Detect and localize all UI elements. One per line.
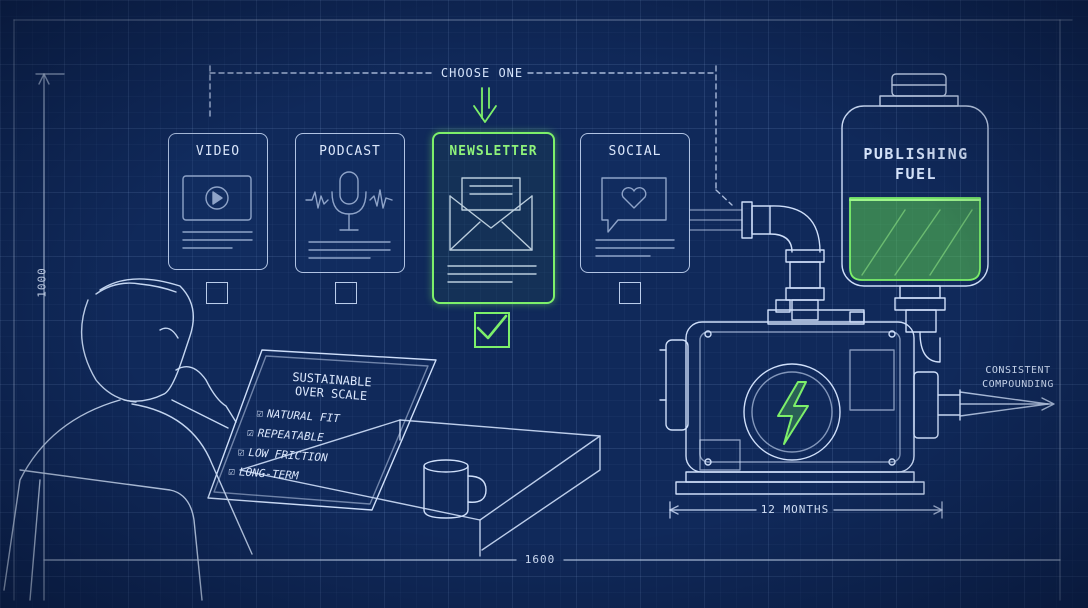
tank-label: PUBLISHING FUEL (852, 144, 980, 184)
checklist-board (207, 349, 437, 511)
format-card-label: VIDEO (195, 144, 241, 159)
checkbox-podcast[interactable] (335, 282, 357, 304)
select-arrow-icon (473, 87, 497, 123)
checklist-item-label: LONG-TERM (238, 465, 299, 483)
microphone-icon (305, 171, 393, 259)
format-card-podcast[interactable]: PODCAST (295, 133, 405, 273)
checkbox-social[interactable] (619, 282, 641, 304)
checkmark-icon (476, 314, 508, 340)
format-card-label: SOCIAL (608, 144, 662, 159)
fuel-tank (841, 73, 989, 363)
checklist-item-label: LOW FRICTION (247, 445, 329, 465)
output-label-line1: CONSISTENT (985, 365, 1051, 376)
width-dimension-label: 1600 (524, 553, 556, 566)
check-icon: ☑ (227, 464, 236, 479)
format-card-label: NEWSLETTER (449, 144, 538, 159)
check-icon: ☑ (246, 425, 255, 440)
tank-fuel-level (849, 197, 981, 281)
height-dimension (35, 73, 65, 601)
checklist-title: SUSTAINABLE OVER SCALE (276, 369, 388, 405)
checklist-item-label: NATURAL FIT (266, 407, 341, 426)
heart-chat-icon (595, 177, 675, 257)
duration-dimension (669, 501, 943, 519)
format-card-video[interactable]: VIDEO (168, 133, 268, 270)
height-dimension-label: 1000 (35, 267, 49, 298)
checkbox-newsletter[interactable] (474, 312, 510, 348)
checkbox-video[interactable] (206, 282, 228, 304)
tank-label-line1: PUBLISHING (863, 145, 969, 163)
check-icon: ☑ (237, 445, 245, 459)
choose-one-label: CHOOSE ONE (440, 66, 524, 80)
video-play-icon (182, 175, 253, 249)
output-label-line2: COMPOUNDING (982, 379, 1054, 390)
checklist-item: ☑ LONG-TERM (228, 462, 299, 485)
duration-label: 12 MONTHS (760, 503, 830, 516)
check-icon: ☑ (256, 406, 264, 420)
feed-pipe (689, 201, 825, 321)
mug (423, 459, 487, 519)
checklist-board-content: SUSTAINABLE OVER SCALE ☑ NATURAL FIT ☑ R… (228, 362, 427, 515)
person (3, 278, 253, 601)
envelope-icon (447, 177, 537, 283)
desk (239, 419, 601, 557)
tank-label-line2: FUEL (894, 165, 938, 183)
format-card-social[interactable]: SOCIAL (580, 133, 690, 273)
output-arrow (959, 391, 1055, 417)
checklist-item-label: REPEATABLE (257, 426, 325, 445)
output-label: CONSISTENT COMPOUNDING (972, 364, 1064, 392)
choose-one-bracket (209, 65, 733, 206)
lightning-icon (777, 381, 809, 445)
pump-machine (659, 299, 961, 495)
format-card-newsletter[interactable]: NEWSLETTER (432, 132, 555, 304)
format-card-label: PODCAST (319, 144, 381, 159)
